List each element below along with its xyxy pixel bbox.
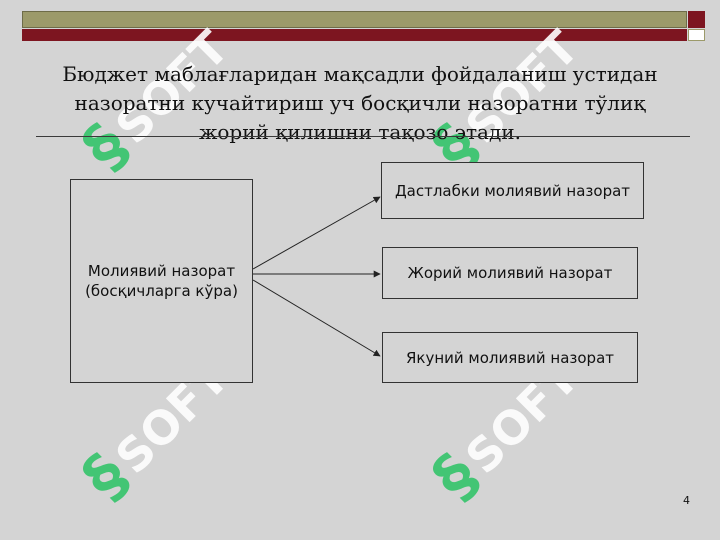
header-square-bottom (688, 29, 705, 41)
header-bar-bottom (22, 29, 687, 41)
final-control-box: Якуний молиявий назорат (382, 332, 638, 383)
financial-control-label: Молиявий назорат (босқичларга кўра) (85, 262, 238, 300)
header-bar-top (22, 11, 687, 28)
financial-control-box: Молиявий назорат (босқичларга кўра) (70, 179, 253, 383)
initial-control-box: Дастлабки молиявий назорат (381, 162, 644, 219)
title-divider (36, 136, 690, 137)
current-control-box: Жорий молиявий назорат (382, 247, 638, 299)
current-control-label: Жорий молиявий назорат (407, 264, 613, 282)
header-square-top (688, 11, 705, 28)
arrow-to-final (252, 279, 381, 357)
initial-control-label: Дастлабки молиявий назорат (394, 181, 631, 200)
slide-title: Бюджет маблағларидан мақсадли фойдаланиш… (62, 62, 658, 144)
page-number: 4 (683, 494, 690, 507)
final-control-label: Якуний молиявий назорат (406, 348, 614, 367)
arrow-to-initial (252, 196, 381, 270)
